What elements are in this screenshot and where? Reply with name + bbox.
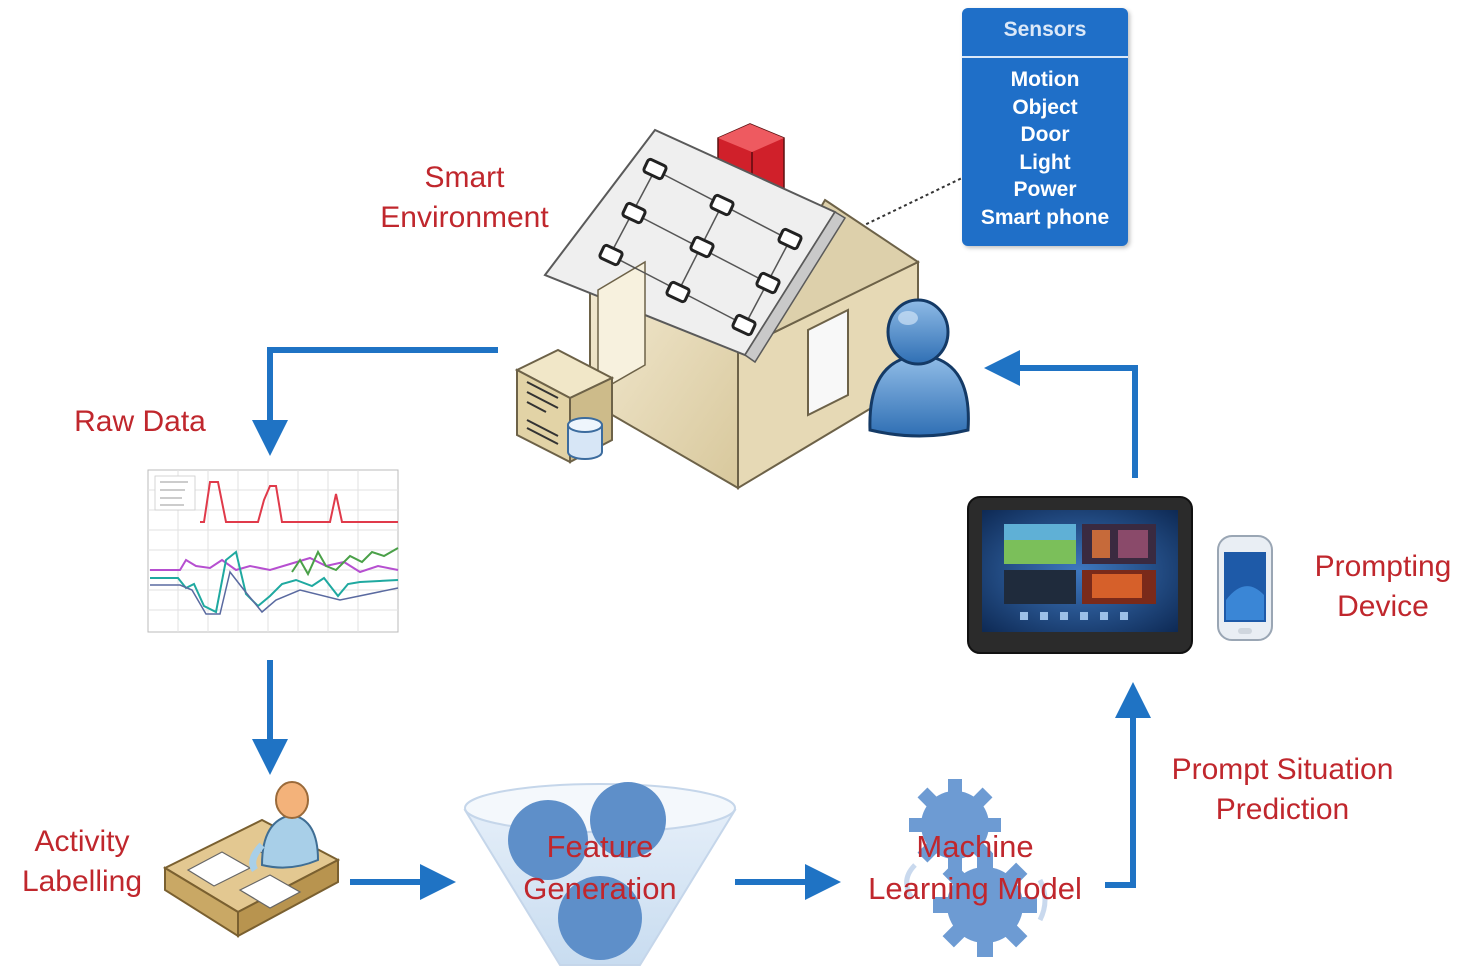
labelling-person-icon xyxy=(162,781,341,938)
tablet-icon xyxy=(967,496,1193,654)
machine-learning-label-line1: Machine xyxy=(916,829,1034,864)
activity-labelling-label-line1: Activity xyxy=(34,825,130,858)
raw-data-label: Raw Data xyxy=(74,405,206,438)
prompting-device-label-line2: Device xyxy=(1337,590,1429,623)
prompting-device-label-line1: Prompting xyxy=(1314,550,1452,583)
arrow-model-to-device xyxy=(1105,682,1151,888)
prompt-situation-label-line1: Prompt Situation xyxy=(1171,753,1394,786)
smart-environment-label-line1: Smart xyxy=(424,161,505,194)
sensor-item-light: Light xyxy=(1019,150,1071,174)
feature-generation-label: Feature Generation xyxy=(490,826,710,910)
user-icon xyxy=(868,298,970,438)
sensor-item-door: Door xyxy=(1020,123,1070,146)
sensor-item-smart-phone: Smart phone xyxy=(980,205,1110,229)
line-chart-icon xyxy=(147,469,399,633)
prompting-device-label: Prompting Device xyxy=(1298,547,1468,627)
sensor-item-object: Object xyxy=(1012,95,1078,119)
house-icon xyxy=(543,123,921,490)
sensor-connector xyxy=(849,177,963,233)
arrow-device-to-user xyxy=(984,350,1138,478)
gears-icon xyxy=(904,779,1048,957)
machine-learning-label-line2: Learning Model xyxy=(868,871,1082,906)
database-icon xyxy=(567,417,603,460)
sensors-panel: Sensors Motion Object Door Light Power S… xyxy=(962,8,1128,246)
sensors-title: Sensors xyxy=(1003,18,1087,41)
flow-arrows xyxy=(252,347,1151,900)
sensors-divider xyxy=(962,56,1128,58)
smartphone-icon xyxy=(1217,535,1273,641)
feature-generation-label-line2: Generation xyxy=(523,871,677,906)
sensor-item-motion: Motion xyxy=(1010,68,1080,91)
machine-learning-model-label: Machine Learning Model xyxy=(845,826,1105,910)
prompt-situation-prediction-label: Prompt Situation Prediction xyxy=(1145,750,1420,830)
sensor-item-power: Power xyxy=(1013,178,1077,201)
funnel-icon xyxy=(463,782,737,966)
arrow-environment-to-rawdata xyxy=(252,347,498,456)
smart-environment-label: Smart Environment xyxy=(362,158,567,238)
feature-generation-label-line1: Feature xyxy=(546,829,654,864)
prompt-situation-label-line2: Prediction xyxy=(1215,793,1350,826)
activity-labelling-label-line2: Labelling xyxy=(21,865,143,898)
smart-environment-label-line2: Environment xyxy=(380,201,549,234)
activity-labelling-label: Activity Labelling xyxy=(2,822,162,902)
